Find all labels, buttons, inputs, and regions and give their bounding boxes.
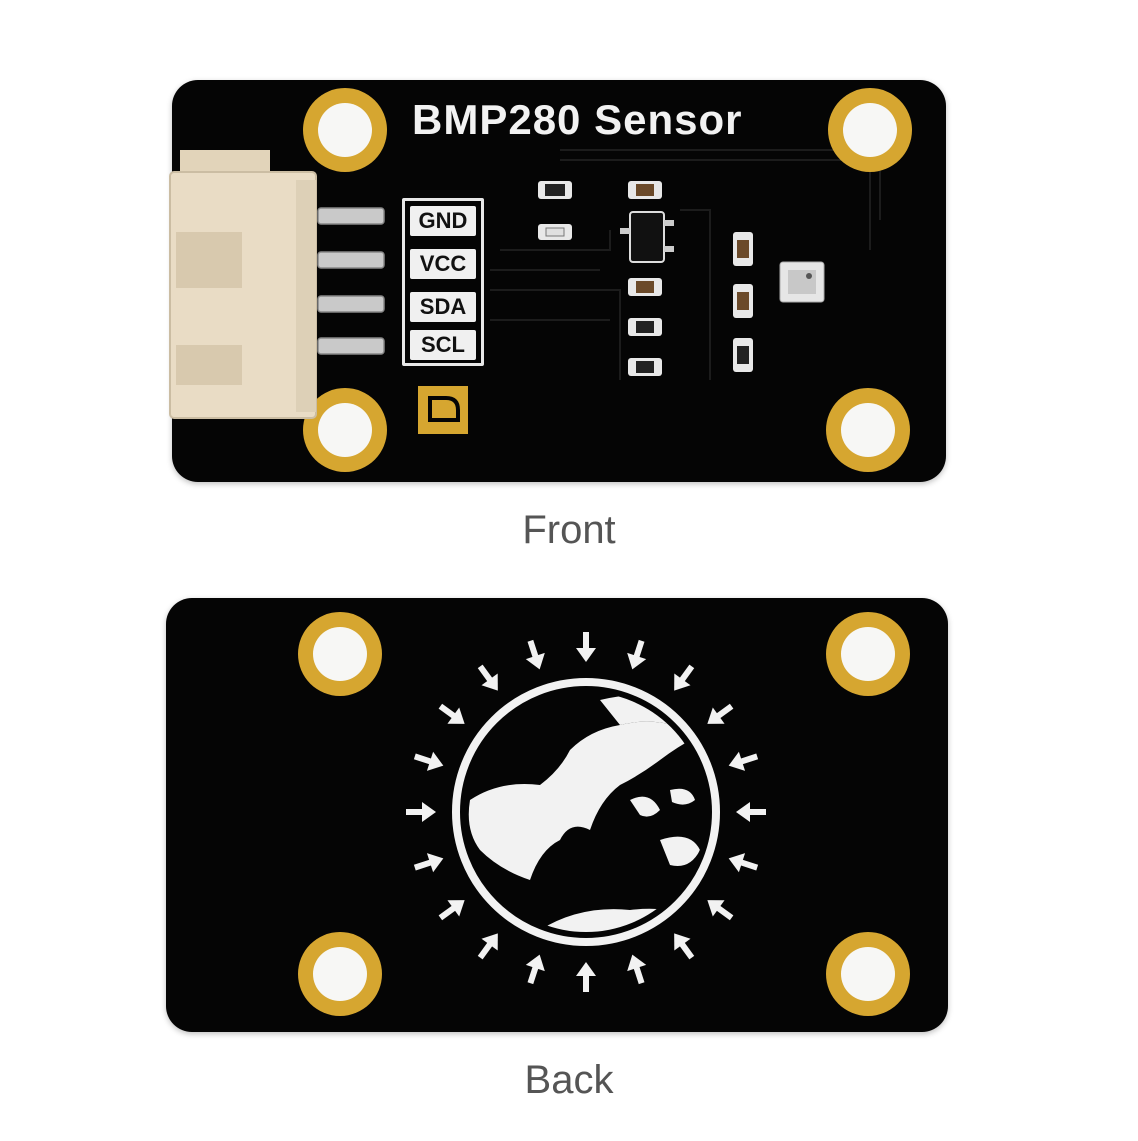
pressure-arrow-head xyxy=(627,652,647,670)
pressure-arrow-head xyxy=(707,900,725,917)
mounting-hole-front-br xyxy=(826,388,910,472)
pressure-arrow-head xyxy=(525,954,545,972)
mounting-hole-front-tl xyxy=(303,88,387,172)
pressure-arrow-head xyxy=(576,648,596,662)
mounting-hole-back-bl xyxy=(298,932,382,1016)
pressure-arrow-head xyxy=(525,652,545,670)
pressure-arrow-head xyxy=(426,751,444,771)
pressure-arrow-head xyxy=(481,933,498,951)
front-caption: Front xyxy=(522,508,616,552)
back-caption: Back xyxy=(524,1058,614,1102)
jst-connector xyxy=(169,150,317,419)
pin-label-sda: SDA xyxy=(410,292,476,322)
mounting-hole-front-tr xyxy=(828,88,912,172)
pressure-arrow-head xyxy=(426,853,444,873)
mounting-hole-back-br xyxy=(826,932,910,1016)
mounting-hole-back-tl xyxy=(298,612,382,696)
brand-logo-icon xyxy=(418,386,468,434)
pressure-arrow-head xyxy=(447,707,465,724)
pressure-arrow-head xyxy=(728,853,746,873)
pin-label-scl: SCL xyxy=(410,330,476,360)
mounting-hole-front-bl xyxy=(303,388,387,472)
pressure-arrow-head xyxy=(627,954,647,972)
pressure-arrow-head xyxy=(674,673,691,691)
board-title: BMP280 Sensor xyxy=(412,96,743,143)
bmp280-chip xyxy=(779,261,825,303)
pressure-arrow-head xyxy=(447,900,465,917)
pressure-arrow-head xyxy=(576,962,596,976)
smd-components xyxy=(538,181,753,376)
pressure-arrow-head xyxy=(674,933,691,951)
pressure-arrow-head xyxy=(707,707,725,724)
pin-label-gnd: GND xyxy=(410,206,476,236)
pressure-arrow-head xyxy=(422,802,436,822)
pressure-arrow-head xyxy=(481,673,498,691)
pin-label-box xyxy=(402,198,484,366)
pin-label-vcc: VCC xyxy=(410,249,476,279)
mounting-hole-back-tr xyxy=(826,612,910,696)
connector-pins xyxy=(317,207,385,355)
pressure-arrow-head xyxy=(728,751,746,771)
pressure-arrow-head xyxy=(736,802,750,822)
